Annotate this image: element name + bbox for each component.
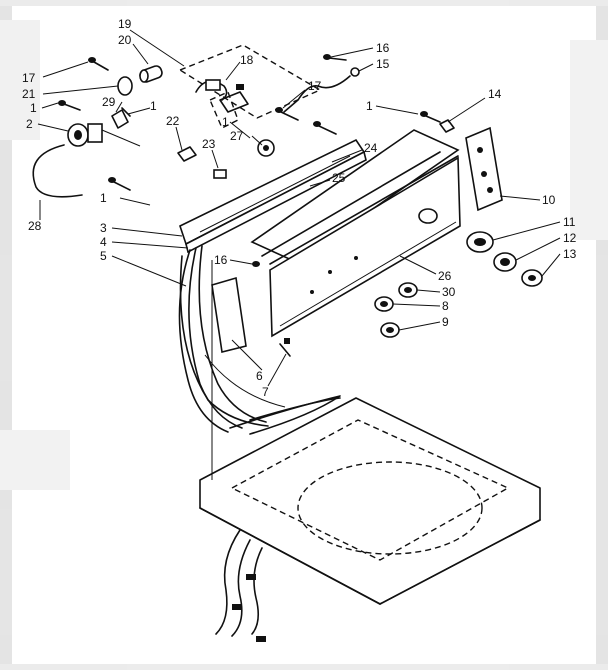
callout-8: 8 bbox=[442, 299, 449, 313]
screw-16b bbox=[252, 261, 260, 267]
callout-30: 30 bbox=[442, 285, 456, 299]
callout-24: 24 bbox=[364, 141, 378, 155]
part-27 bbox=[257, 139, 275, 157]
callout-3: 3 bbox=[100, 221, 107, 235]
screw-1d bbox=[420, 111, 441, 123]
part-2-timer bbox=[67, 123, 141, 147]
callout-17b: 17 bbox=[308, 79, 322, 93]
callout-1b: 1 bbox=[150, 99, 157, 113]
callout-29: 29 bbox=[102, 95, 116, 109]
callout-12: 12 bbox=[563, 231, 577, 245]
knob-9 bbox=[380, 322, 400, 338]
part-22 bbox=[177, 146, 197, 162]
callout-19: 19 bbox=[118, 17, 132, 31]
callout-5: 5 bbox=[100, 249, 107, 263]
knob-12 bbox=[493, 252, 517, 272]
callout-1e: 1 bbox=[100, 191, 107, 205]
callout-11: 11 bbox=[563, 215, 576, 229]
part-23 bbox=[213, 169, 227, 179]
cabinet-top bbox=[199, 260, 541, 605]
screw-17b bbox=[275, 107, 299, 121]
knob-30 bbox=[398, 282, 418, 298]
cabinet-wires bbox=[215, 529, 266, 642]
callout-labels: 19 20 18 17 21 1 29 1 2 22 23 1 27 16 15… bbox=[22, 17, 577, 399]
callout-18: 18 bbox=[240, 53, 254, 67]
screw-17a bbox=[88, 57, 109, 71]
callout-6: 6 bbox=[256, 369, 263, 383]
callout-2: 2 bbox=[26, 117, 33, 131]
callout-4: 4 bbox=[100, 235, 107, 249]
knob-8 bbox=[374, 296, 394, 312]
callout-17a: 17 bbox=[22, 71, 36, 85]
knob-13 bbox=[521, 269, 543, 287]
callout-15: 15 bbox=[376, 57, 390, 71]
part-motor bbox=[139, 65, 163, 83]
part-28-wire bbox=[32, 144, 83, 198]
callout-10: 10 bbox=[542, 193, 556, 207]
sub-assembly-outline bbox=[178, 44, 322, 129]
screw-16a bbox=[323, 54, 347, 61]
screw-1e bbox=[108, 177, 131, 191]
callout-27: 27 bbox=[230, 129, 244, 143]
callout-22: 22 bbox=[166, 114, 180, 128]
callout-26: 26 bbox=[438, 269, 452, 283]
callout-28: 28 bbox=[28, 219, 42, 233]
screw-7 bbox=[279, 338, 291, 357]
part-6-plate bbox=[211, 276, 247, 353]
callout-1d: 1 bbox=[366, 99, 373, 113]
callout-7: 7 bbox=[262, 385, 269, 399]
wire-harness bbox=[178, 245, 341, 435]
callout-14: 14 bbox=[488, 87, 502, 101]
screw-1c bbox=[313, 121, 337, 135]
callout-1c: 1 bbox=[222, 115, 229, 129]
callout-9: 9 bbox=[442, 315, 449, 329]
part-29 bbox=[111, 107, 131, 129]
console-bracket bbox=[179, 138, 367, 254]
callout-20: 20 bbox=[118, 33, 132, 47]
knob-11 bbox=[466, 231, 494, 253]
part-10-endcap bbox=[465, 126, 503, 212]
callout-25: 25 bbox=[332, 171, 346, 185]
callout-21: 21 bbox=[22, 87, 36, 101]
leader-lines bbox=[37, 29, 561, 387]
screw-1a bbox=[58, 100, 81, 111]
callout-23: 23 bbox=[202, 137, 216, 151]
part-18 bbox=[195, 79, 249, 113]
console-panel bbox=[250, 129, 461, 338]
callout-1a: 1 bbox=[30, 101, 37, 115]
callout-13: 13 bbox=[563, 247, 577, 261]
callout-16b: 16 bbox=[214, 253, 228, 267]
part-15 bbox=[283, 67, 360, 113]
callout-16a: 16 bbox=[376, 41, 390, 55]
part-21 bbox=[117, 76, 133, 96]
part-14 bbox=[439, 119, 455, 133]
